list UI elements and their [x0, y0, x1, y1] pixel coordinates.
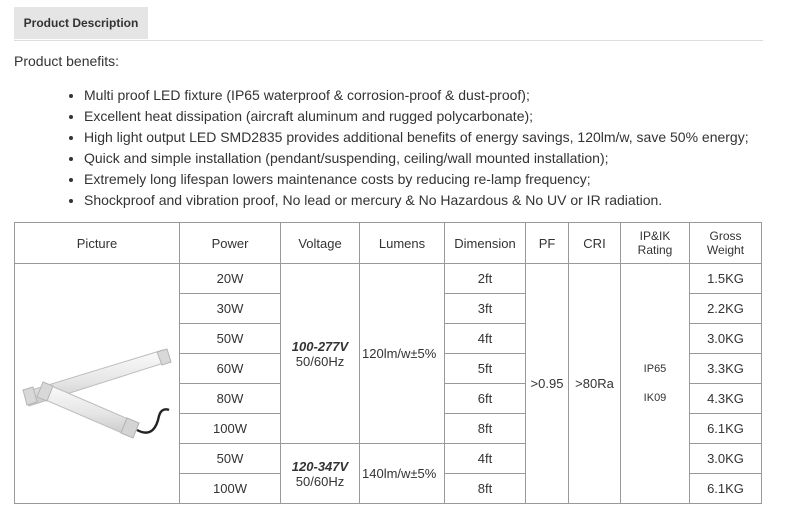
cell-power: 100W	[179, 473, 281, 504]
benefit-item: Multi proof LED fixture (IP65 waterproof…	[84, 85, 749, 106]
cell-dimension: 8ft	[444, 473, 526, 504]
cell-dimension: 4ft	[444, 323, 526, 354]
cell-weight: 1.5KG	[689, 263, 762, 294]
benefit-item: Excellent heat dissipation (aircraft alu…	[84, 106, 749, 127]
cell-power: 50W	[179, 443, 281, 474]
voltage-frequency: 50/60Hz	[295, 353, 345, 369]
cell-weight: 3.3KG	[689, 353, 762, 384]
cell-weight: 3.0KG	[689, 443, 762, 474]
cell-weight: 6.1KG	[689, 413, 762, 444]
cell-voltage-group-a: 100-277V 50/60Hz	[280, 263, 360, 444]
cell-rating: IP65 IK09	[620, 263, 690, 504]
table-header-row: Picture Power Voltage Lumens Dimension P…	[14, 222, 762, 264]
benefits-heading: Product benefits:	[14, 53, 120, 69]
tab-product-description[interactable]: Product Description	[14, 7, 148, 39]
cell-dimension: 6ft	[444, 383, 526, 414]
table-row: 50W 4ft 3.0KG	[15, 323, 762, 354]
table-row: 30W 3ft 2.2KG	[15, 293, 762, 324]
cell-weight: 2.2KG	[689, 293, 762, 324]
benefits-list: Multi proof LED fixture (IP65 waterproof…	[66, 85, 749, 211]
voltage-frequency: 50/60Hz	[295, 473, 345, 489]
header-power: Power	[179, 222, 281, 264]
spec-table: Picture Power Voltage Lumens Dimension P…	[14, 222, 762, 504]
table-row: 60W 5ft 3.3KG	[15, 353, 762, 384]
benefit-item: Shockproof and vibration proof, No lead …	[84, 190, 749, 211]
power-cable	[136, 407, 170, 434]
table-row: 80W 6ft 4.3KG	[15, 383, 762, 414]
voltage-range: 100-277V	[291, 338, 349, 354]
header-weight-line2: Weight	[706, 243, 745, 257]
cell-dimension: 2ft	[444, 263, 526, 294]
fixture-lower	[36, 380, 140, 439]
cell-lumens-group-a: 120lm/w±5%	[359, 263, 445, 444]
cell-power: 80W	[179, 383, 281, 414]
benefit-item: Extremely long lifespan lowers maintenan…	[84, 169, 749, 190]
header-dimension: Dimension	[444, 222, 526, 264]
cell-voltage-group-b: 120-347V 50/60Hz	[280, 443, 360, 504]
cell-dimension: 4ft	[444, 443, 526, 474]
table-row: 100W 8ft 6.1KG	[15, 413, 762, 444]
led-fixture-image	[22, 347, 172, 439]
product-picture-cell	[14, 263, 180, 504]
cell-power: 100W	[179, 413, 281, 444]
header-picture: Picture	[14, 222, 180, 264]
table-row: 50W 120-347V 50/60Hz 140lm/w±5% 4ft 3.0K…	[15, 443, 762, 504]
cell-power: 50W	[179, 323, 281, 354]
rating-ip: IP65	[643, 362, 667, 375]
header-lumens: Lumens	[359, 222, 445, 264]
table-row: 20W 100-277V 50/60Hz 120lm/w±5% 2ft >0.9…	[14, 263, 762, 504]
header-voltage: Voltage	[280, 222, 360, 264]
cell-power: 60W	[179, 353, 281, 384]
cell-lumens-group-b: 140lm/w±5%	[359, 443, 445, 504]
cell-weight: 3.0KG	[689, 323, 762, 354]
header-weight: Gross Weight	[689, 222, 762, 264]
header-cri: CRI	[568, 222, 621, 264]
cell-dimension: 8ft	[444, 413, 526, 444]
header-rating: IP&IK Rating	[620, 222, 690, 264]
header-pf: PF	[525, 222, 569, 264]
header-rating-line1: IP&IK	[639, 229, 671, 243]
cell-power: 20W	[179, 263, 281, 294]
tab-bar: Product Description	[14, 0, 763, 41]
benefit-item: Quick and simple installation (pendant/s…	[84, 148, 749, 169]
cell-dimension: 5ft	[444, 353, 526, 384]
voltage-range: 120-347V	[291, 458, 349, 474]
rating-ik: IK09	[643, 391, 667, 404]
table-row: 100W 8ft 6.1KG	[15, 473, 762, 504]
cell-weight: 4.3KG	[689, 383, 762, 414]
cell-dimension: 3ft	[444, 293, 526, 324]
cell-cri: >80Ra	[568, 263, 621, 504]
cell-pf: >0.95	[525, 263, 569, 504]
header-rating-line2: Rating	[637, 243, 673, 257]
cell-power: 30W	[179, 293, 281, 324]
header-weight-line1: Gross	[709, 229, 742, 243]
benefit-item: High light output LED SMD2835 provides a…	[84, 127, 749, 148]
cell-weight: 6.1KG	[689, 473, 762, 504]
